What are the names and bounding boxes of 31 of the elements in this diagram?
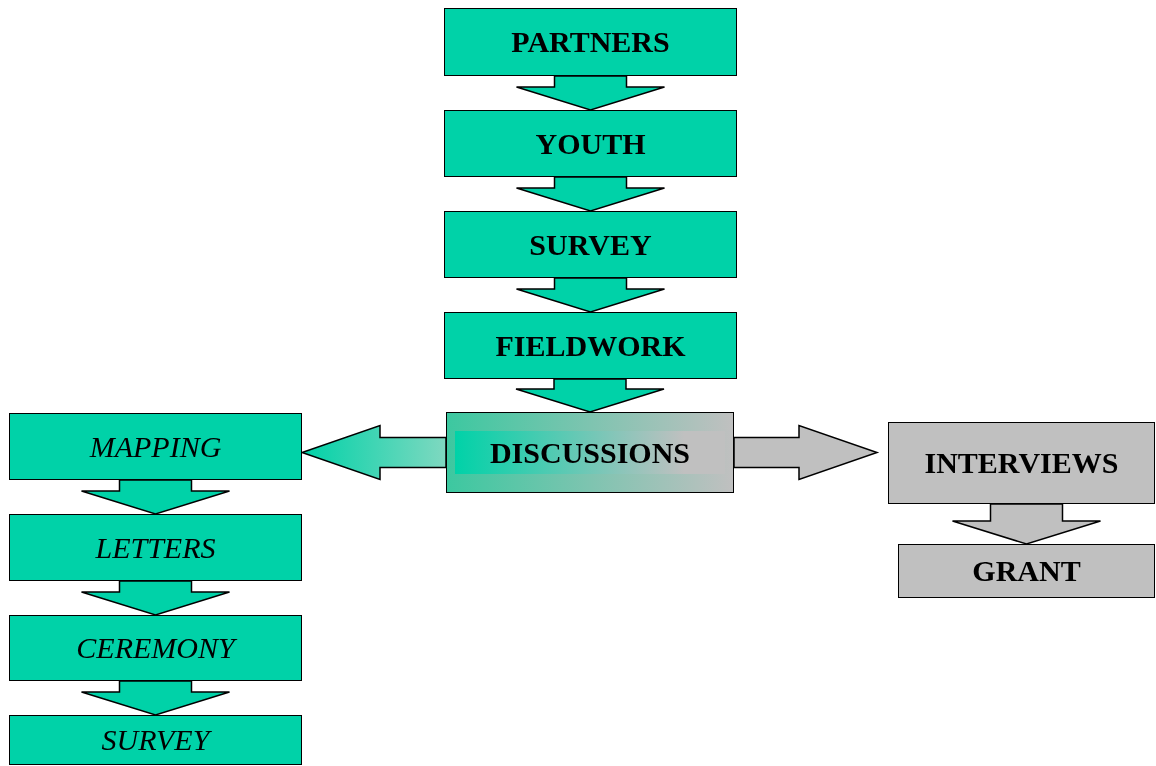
box-label: INTERVIEWS — [924, 448, 1119, 478]
box-label: SURVEY — [101, 725, 210, 755]
block-arrow — [80, 680, 231, 716]
block-arrow — [515, 277, 666, 313]
block-arrow — [515, 75, 666, 111]
block-arrow — [80, 580, 231, 616]
process-box — [888, 422, 1155, 504]
box-label: FIELDWORK — [495, 330, 686, 361]
block-arrow — [80, 479, 231, 515]
process-box — [9, 514, 302, 581]
process-box — [898, 544, 1155, 598]
process-box — [444, 8, 737, 76]
process-box — [9, 615, 302, 681]
process-box — [9, 413, 302, 480]
block-arrow — [515, 378, 665, 413]
box-label: SURVEY — [529, 229, 652, 260]
block-arrow — [733, 424, 880, 481]
process-box — [446, 412, 734, 493]
box-label: DISCUSSIONS — [489, 437, 691, 468]
box-label: PARTNERS — [511, 27, 670, 57]
process-box — [9, 715, 302, 765]
block-arrow — [299, 424, 447, 481]
box-label: MAPPING — [89, 431, 222, 462]
process-box — [444, 110, 737, 177]
box-label: LETTERS — [95, 532, 216, 563]
process-box — [444, 312, 737, 379]
box-label: GRANT — [972, 556, 1081, 586]
process-box — [444, 211, 737, 278]
box-label: YOUTH — [535, 128, 646, 159]
block-arrow — [515, 176, 666, 212]
block-arrow — [951, 503, 1102, 545]
